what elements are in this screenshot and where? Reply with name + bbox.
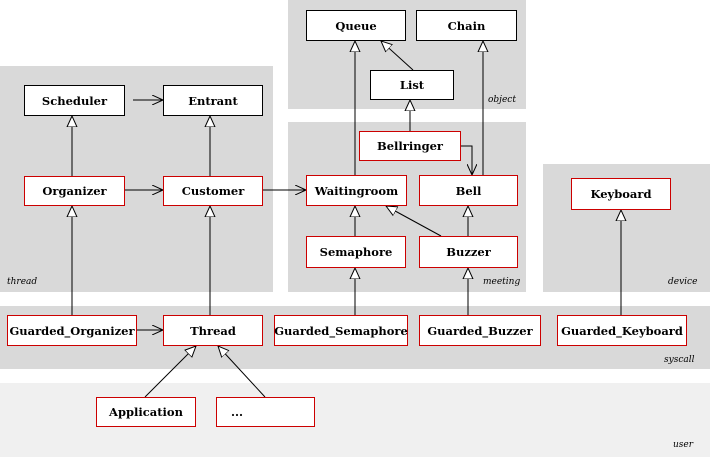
region-label-device: device (668, 277, 698, 287)
class-guarded-organizer[interactable]: Guarded_Organizer (7, 315, 137, 346)
class-guarded-semaphore[interactable]: Guarded_Semaphore (274, 315, 408, 346)
region-label-thread: thread (7, 277, 38, 287)
class-organizer[interactable]: Organizer (24, 176, 125, 206)
class-guarded-buzzer[interactable]: Guarded_Buzzer (419, 315, 541, 346)
region-label-object: object (488, 95, 516, 105)
edge-bellringer-bell (461, 145, 472, 175)
class-chain[interactable]: Chain (416, 10, 517, 41)
class-list[interactable]: List (370, 70, 454, 100)
region-label-user: user (673, 440, 694, 450)
class-bell[interactable]: Bell (419, 175, 518, 206)
class-entrant[interactable]: Entrant (163, 85, 263, 116)
class-queue[interactable]: Queue (306, 10, 406, 41)
region-label-meeting: meeting (483, 277, 521, 287)
class-guarded-keyboard[interactable]: Guarded_Keyboard (557, 315, 687, 346)
class-keyboard[interactable]: Keyboard (571, 178, 671, 210)
class-bellringer[interactable]: Bellringer (359, 131, 461, 161)
edge-list-queue (381, 41, 414, 71)
class-thread[interactable]: Thread (163, 315, 263, 346)
class-application[interactable]: Application (96, 397, 196, 427)
class-semaphore[interactable]: Semaphore (306, 236, 406, 268)
class-buzzer[interactable]: Buzzer (419, 236, 518, 268)
class-customer[interactable]: Customer (163, 176, 263, 206)
class-scheduler[interactable]: Scheduler (24, 85, 125, 116)
region-label-syscall: syscall (664, 355, 695, 365)
edge-application-thread (144, 346, 196, 398)
class-ellipsis[interactable]: ... (216, 397, 315, 427)
edge-ellipsis-thread (218, 346, 266, 398)
class-waitingroom[interactable]: Waitingroom (306, 175, 407, 206)
edge-buzzer-waitingroom (386, 206, 442, 237)
